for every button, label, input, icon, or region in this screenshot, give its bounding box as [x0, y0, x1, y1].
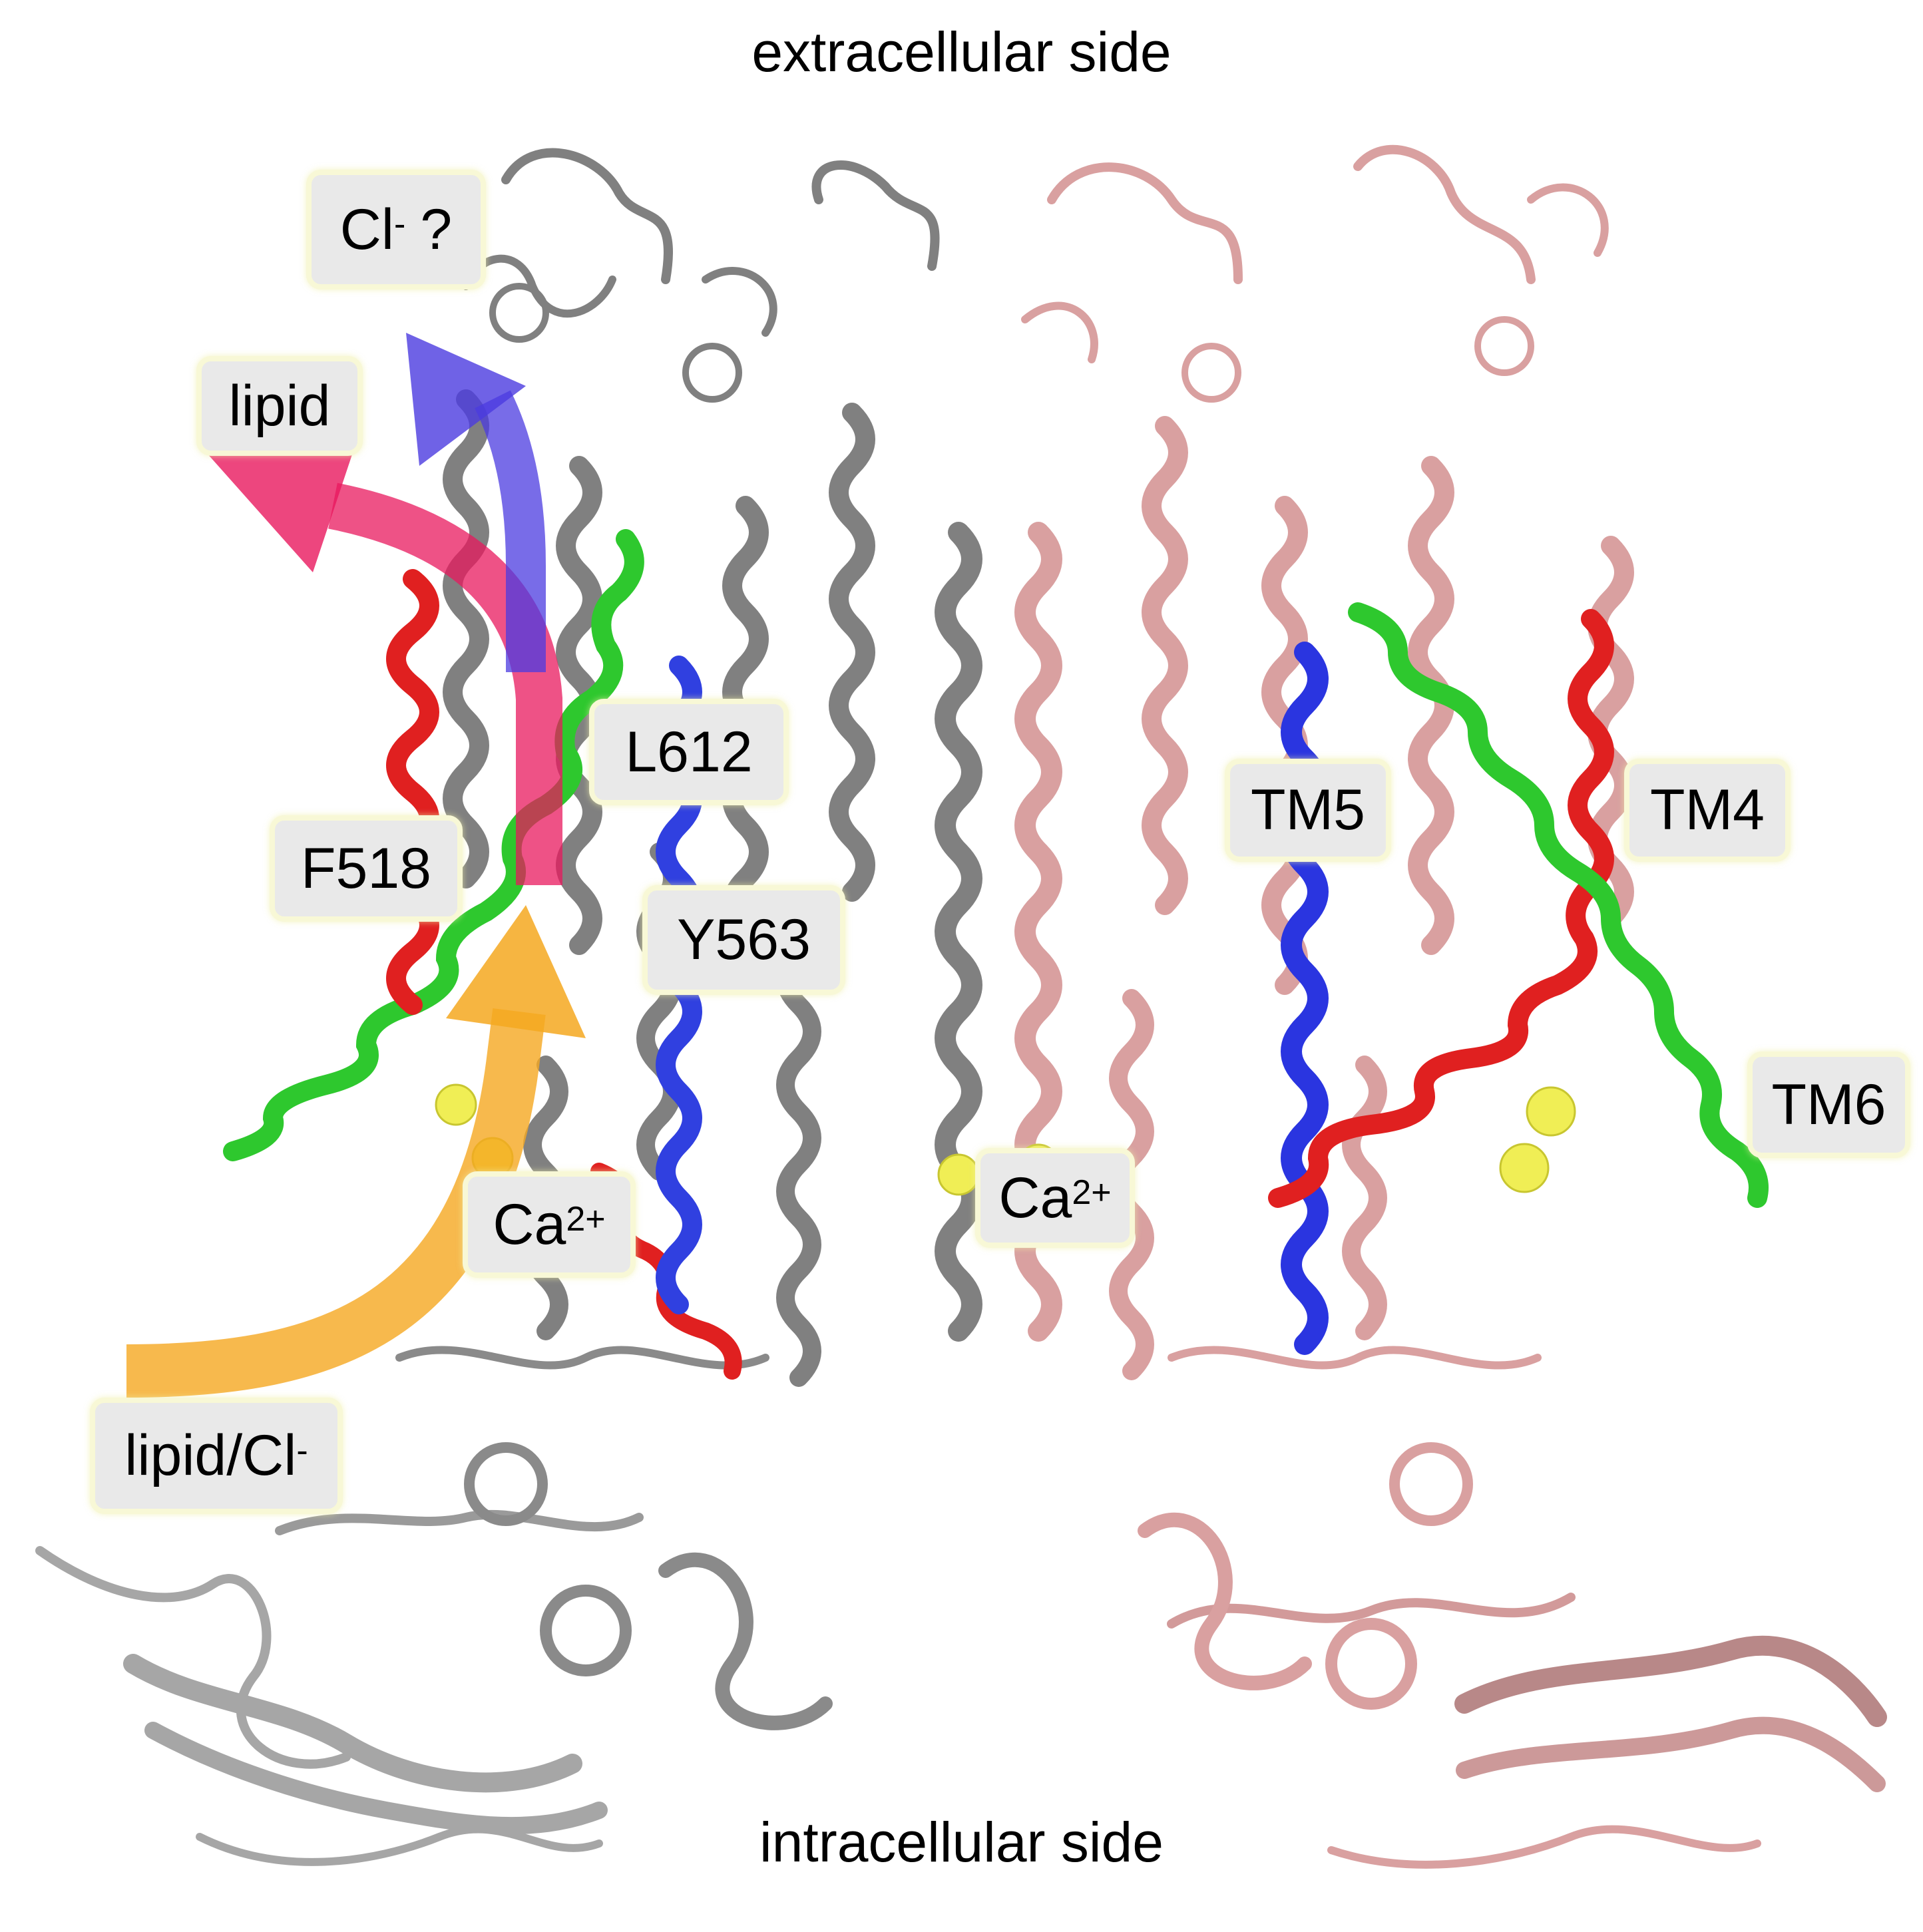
ca-ion [1499, 1143, 1550, 1193]
chloride-arrowhead [406, 333, 526, 466]
label-l612: L612 [589, 699, 789, 805]
label-lipid: lipid [196, 356, 363, 456]
right-tm5-helix [1281, 642, 1329, 1355]
right-subunit [1014, 144, 1887, 1869]
intracellular-title: intracellular side [759, 1811, 1164, 1873]
label-suffix: ? [420, 197, 453, 262]
chloride-arrow [475, 390, 546, 672]
label-tm5: TM5 [1225, 759, 1391, 862]
ca-ion [1526, 1086, 1576, 1137]
extracellular-title: extracellular side [751, 21, 1172, 83]
label-text: Ca [998, 1165, 1072, 1230]
label-cl-question: Cl-? [306, 170, 486, 290]
entry-arrow [126, 1008, 546, 1398]
label-f518: F518 [270, 815, 463, 922]
label-y563: Y563 [642, 885, 845, 995]
label-lipid-cl: lipid/Cl- [90, 1398, 343, 1514]
label-tm6: TM6 [1747, 1052, 1910, 1158]
ca-ion [435, 1083, 477, 1126]
left-tm4-helix [386, 569, 439, 1015]
label-text: lipid/Cl [124, 1424, 297, 1487]
label-text: Ca [493, 1192, 566, 1256]
entry-arrowhead [446, 905, 586, 1038]
left-tm6-helix [223, 529, 644, 1161]
right-tm4-helix [1268, 609, 1614, 1208]
label-text: Cl [339, 197, 395, 262]
label-tm4: TM4 [1624, 759, 1791, 862]
right-tm6-helix [1348, 602, 1769, 1208]
pathway-arrows [126, 333, 586, 1398]
lipid-arrowhead [206, 433, 359, 572]
ca-ion [937, 1153, 980, 1196]
